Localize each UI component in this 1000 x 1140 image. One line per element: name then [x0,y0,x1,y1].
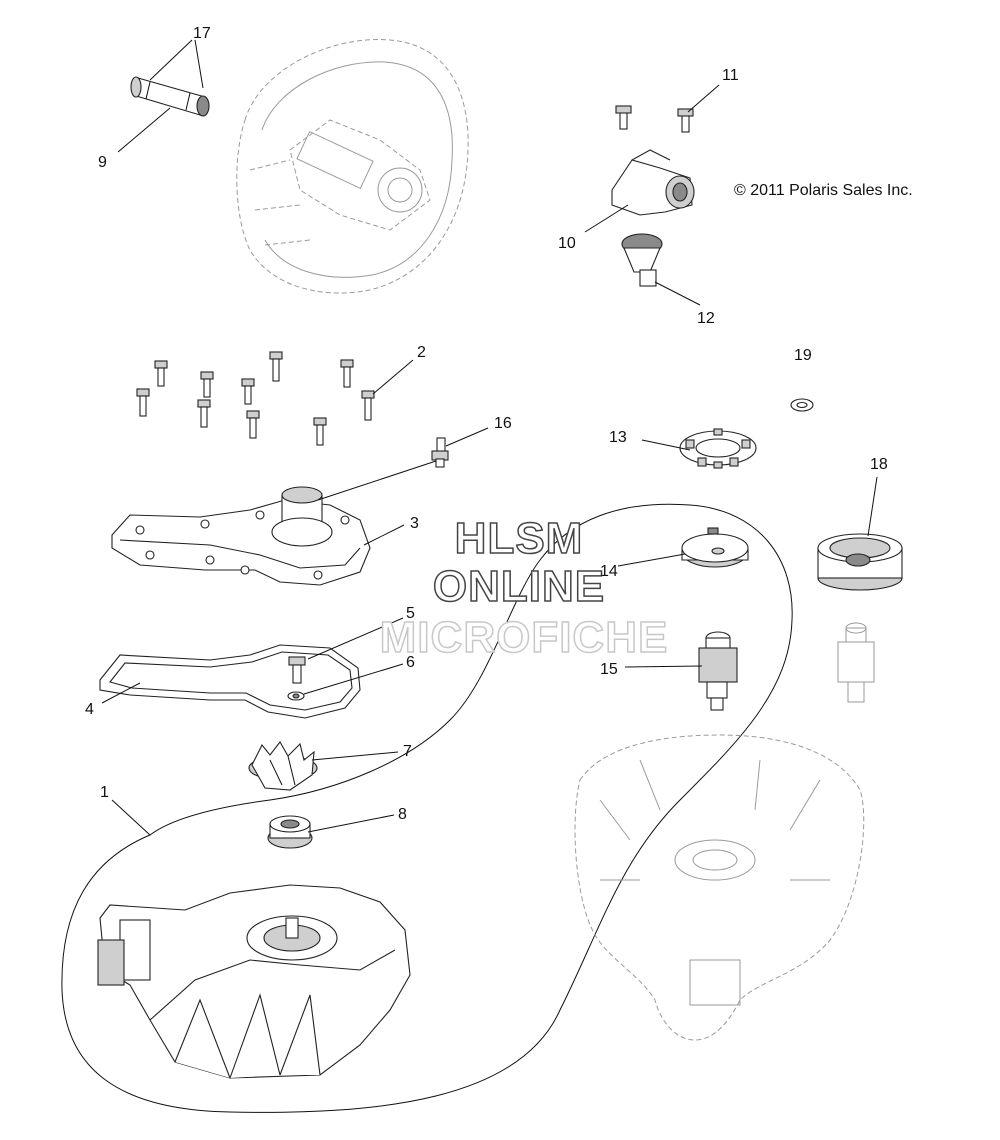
assembly-outline-1 [61,503,793,1113]
washer-part-6 [287,691,305,701]
gear-plate-part [681,527,749,568]
bearing-part [817,533,903,591]
callout-7: 7 [403,743,412,760]
watermark-line-3: MICROFICHE [380,613,669,662]
watermark: HLSM ONLINE MICROFICHE [379,513,669,663]
ghost-engine-case-top [236,39,469,294]
callout-8: 8 [398,806,407,823]
impeller-part [248,741,318,791]
callout-labels: 1 2 3 4 5 6 7 8 9 10 11 12 13 14 15 16 1… [85,25,888,823]
watermark-line-1: HLSM [455,514,584,563]
callout-9: 9 [98,154,107,171]
callout-2: 2 [417,344,426,361]
callout-17: 17 [193,25,211,42]
seal-part [267,815,313,849]
thermostat-part [621,233,663,287]
callout-1: 1 [100,784,109,801]
hose-fitting-part [431,437,449,468]
callout-19: 19 [794,347,812,364]
bolt-part-5 [288,656,306,684]
callout-5: 5 [406,605,415,622]
watermark-line-2: ONLINE [433,562,605,611]
callout-14: 14 [600,563,618,580]
callout-15: 15 [600,661,618,678]
bolt-part-11 [615,105,694,133]
callout-16: 16 [494,415,512,432]
ghost-case-bottom-right [574,734,865,1041]
gasket-part [99,644,361,719]
callout-3: 3 [410,515,419,532]
water-pump-cover-part [111,486,371,586]
thermostat-housing-part [611,149,695,216]
copyright-text: © 2011 Polaris Sales Inc. [734,182,913,199]
washer-part-19 [790,398,814,412]
pump-housing-part [97,884,411,1079]
bolt-group-part-2 [136,351,375,446]
callout-6: 6 [406,654,415,671]
callout-13: 13 [609,429,627,446]
callout-11: 11 [722,67,739,84]
leader-lines [101,39,878,836]
shaft-part [698,631,738,711]
retaining-ring-part [679,428,757,469]
ghost-shaft [837,622,875,703]
callout-10: 10 [558,235,576,252]
callout-4: 4 [85,701,94,718]
callout-12: 12 [697,310,715,327]
callout-18: 18 [870,456,888,473]
dowel-tube-part [130,76,210,117]
